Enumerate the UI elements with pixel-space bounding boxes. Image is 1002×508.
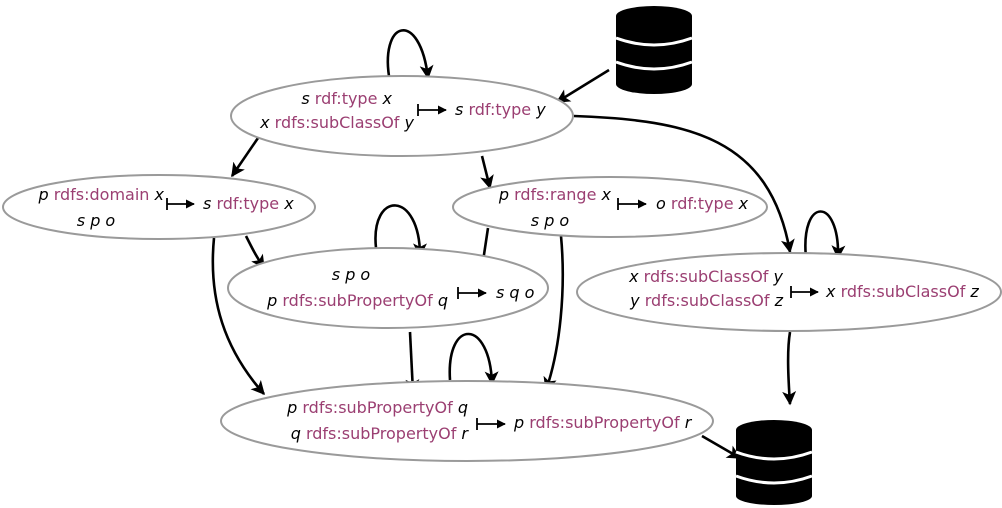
premise-1: p rdfs:subPropertyOf q: [286, 398, 468, 417]
edge-subprop-trans-to-output-db: [701, 434, 742, 460]
premise-1: s rdf:type x: [301, 89, 392, 108]
edge-type-to-domain: [230, 137, 260, 178]
conclusion: s q o: [496, 283, 535, 302]
edge-input-db-to-type: [555, 68, 610, 104]
conclusion: p rdfs:subPropertyOf r: [513, 413, 693, 432]
mapsto-arrow: [476, 418, 506, 430]
rule-node-domain: p rdfs:domain x s p o s rdf:type x: [2, 174, 316, 240]
edge-type-to-range: [480, 155, 494, 190]
mapsto-arrow: [417, 104, 447, 116]
output-database-icon: [735, 420, 813, 505]
premise-2: x rdfs:subClassOf y: [259, 113, 414, 132]
mapsto-arrow: [166, 198, 195, 210]
conclusion: s rdf:type x: [203, 194, 294, 213]
rule-node-range: p rdfs:range x s p o o rdf:type x: [452, 176, 768, 238]
edge-subprop-trans-self-loop: [448, 332, 499, 386]
edges: [211, 29, 846, 460]
conclusion: x rdfs:subClassOf z: [825, 282, 979, 301]
rule-node-type: s rdf:type x x rdfs:subClassOf y s rdf:t…: [230, 75, 574, 157]
edge-domain-to-subprop-trans: [211, 237, 265, 396]
mapsto-arrow: [790, 286, 819, 298]
mapsto-arrow: [457, 287, 487, 299]
premise-1: s p o: [332, 265, 371, 284]
premise-2: s p o: [77, 211, 116, 230]
premise-2: q rdfs:subPropertyOf r: [291, 424, 470, 443]
premise-2: y rdfs:subClassOf z: [629, 291, 783, 310]
premise-1: p rdfs:range x: [498, 185, 612, 204]
edge-type-self-loop: [386, 29, 434, 83]
premise-1: p rdfs:domain x: [37, 185, 164, 204]
mapsto-arrow: [617, 198, 647, 210]
input-database-icon: [615, 6, 693, 94]
premise-2: s p o: [531, 211, 570, 230]
conclusion: s rdf:type y: [455, 100, 546, 119]
edge-subclass-trans-to-output-db: [782, 331, 797, 406]
edge-subprop-inherit-self-loop: [374, 204, 427, 258]
edge-type-to-subclass-trans: [573, 114, 795, 254]
conclusion: o rdf:type x: [656, 194, 749, 213]
premise-2: p rdfs:subPropertyOf q: [266, 291, 448, 310]
edge-subclass-trans-self-loop: [804, 210, 846, 260]
rule-node-subproperty-inheritance: s p o p rdfs:subPropertyOf q s q o: [227, 247, 549, 329]
edge-range-to-subprop-trans: [543, 235, 565, 392]
rule-node-subclass-transitivity: x rdfs:subClassOf y y rdfs:subClassOf z …: [576, 252, 1002, 332]
rule-node-subproperty-transitivity: p rdfs:subPropertyOf q q rdfs:subPropert…: [220, 380, 714, 462]
premise-1: x rdfs:subClassOf y: [628, 267, 783, 286]
